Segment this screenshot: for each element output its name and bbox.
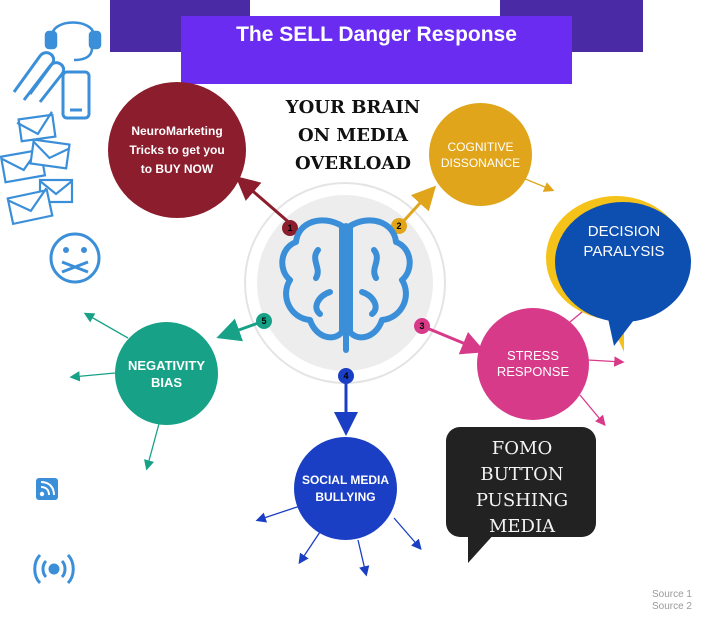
- marker-4: [338, 368, 354, 384]
- fomo-line-3: PUSHING: [475, 490, 569, 511]
- headset-icon: [44, 21, 102, 62]
- fomo-line-2: BUTTON: [480, 464, 564, 485]
- node-decision-paralysis: DECISION PARALYSIS: [560, 222, 688, 262]
- diagram-heading: YOUR BRAIN ON MEDIA OVERLOAD: [272, 94, 434, 178]
- source-link-2[interactable]: Source 2: [651, 601, 692, 612]
- node-fomo: FOMO BUTTON PUSHING MEDIA: [448, 436, 596, 540]
- marker-5-label: 5: [261, 316, 266, 326]
- marker-2-label: 2: [396, 221, 401, 231]
- node-neuromarketing: NeuroMarketing Tricks to get you to BUY …: [108, 82, 246, 218]
- marker-1-label: 1: [287, 223, 292, 233]
- step-markers: 1 2 3 4 5: [256, 218, 430, 384]
- smartphone-icon: [61, 70, 91, 120]
- neuromarketing-line-1: NeuroMarketing: [131, 123, 223, 138]
- banner-notch: [250, 0, 500, 18]
- heading-line-2: ON MEDIA: [297, 125, 409, 146]
- arrow-3: [421, 324, 486, 355]
- negativity-line-2: BIAS: [150, 374, 183, 390]
- fomo-line-4: MEDIA: [488, 516, 556, 537]
- arrow-2: [398, 185, 437, 227]
- marker-3-label: 3: [419, 321, 424, 331]
- source-link-1[interactable]: Source 1: [651, 589, 692, 600]
- fomo-bubble: [446, 427, 596, 563]
- marker-3: [414, 318, 430, 334]
- paperclip-icon: [12, 51, 65, 103]
- brain-icon: [279, 217, 413, 353]
- stress-line-1: STRESS: [506, 348, 559, 363]
- cognitive-line-2: DISSONANCE: [440, 155, 521, 170]
- decision-bubble: [546, 196, 691, 352]
- social-line-1: SOCIAL MEDIA: [301, 472, 390, 487]
- envelope-icon: [0, 111, 74, 226]
- decision-line-2: PARALYSIS: [583, 243, 665, 260]
- heading-line-3: OVERLOAD: [295, 153, 411, 174]
- gagged-face-icon: [49, 232, 101, 284]
- node-stress-response: STRESS RESPONSE: [477, 308, 589, 420]
- heading-line-1: YOUR BRAIN: [285, 97, 421, 118]
- wireless-broadcast-icon: [33, 553, 75, 585]
- marker-1: [282, 220, 298, 236]
- arrow-1: [235, 176, 293, 227]
- marker-2: [391, 218, 407, 234]
- decision-line-1: DECISION: [587, 223, 661, 240]
- sources-list: Source 1 Source 2: [620, 589, 692, 613]
- negativity-line-1: NEGATIVITY: [127, 357, 206, 373]
- node-negativity-bias: NEGATIVITY BIAS: [115, 322, 218, 425]
- social-line-2: BULLYING: [315, 489, 376, 504]
- neuromarketing-line-3: to BUY NOW: [140, 161, 214, 176]
- marker-5: [256, 313, 272, 329]
- cognitive-line-1: COGNITIVE: [447, 139, 514, 154]
- node-social-media-bullying: SOCIAL MEDIA BULLYING: [294, 437, 397, 540]
- fomo-line-1: FOMO: [491, 438, 553, 459]
- page-title: The SELL Danger Response: [181, 16, 572, 84]
- rss-icon: [36, 478, 58, 500]
- neuromarketing-line-2: Tricks to get you: [129, 142, 225, 157]
- stress-line-2: RESPONSE: [496, 364, 570, 379]
- node-cognitive-dissonance: COGNITIVE DISSONANCE: [429, 103, 532, 206]
- marker-4-label: 4: [343, 371, 348, 381]
